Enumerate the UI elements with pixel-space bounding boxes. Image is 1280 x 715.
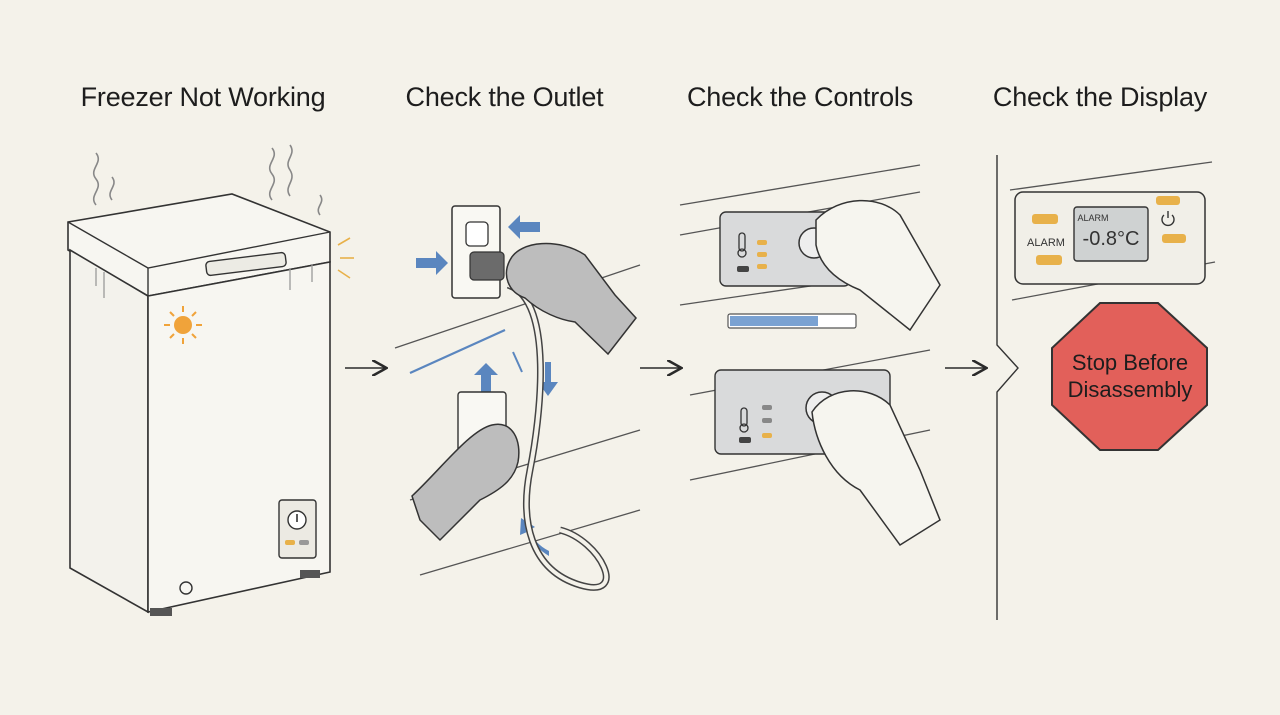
freezer-front [147, 261, 331, 613]
step-title-check-outlet: Check the Outlet [405, 82, 604, 112]
controls-scene [679, 164, 941, 547]
power-plug [469, 251, 505, 281]
stop-sign-line2: Disassembly [1068, 377, 1193, 402]
stop-sign-line1: Stop Before [1072, 350, 1188, 375]
step-title-check-controls: Check the Controls [686, 82, 913, 112]
indicator-light [1036, 255, 1062, 265]
freezer-control-box [278, 499, 317, 559]
warning-sparks-icon [337, 237, 354, 279]
step-title-freezer-not-working: Freezer Not Working [80, 82, 326, 112]
alarm-label: ALARM [1027, 237, 1065, 249]
heat-waves-icon [92, 144, 323, 216]
panel-divider [996, 155, 1019, 620]
drain-plug [179, 581, 193, 595]
gloved-hand [815, 199, 941, 332]
thermometer-icon [737, 232, 747, 258]
lcd-screen [1073, 206, 1149, 262]
gloved-hand [505, 242, 637, 356]
step-title-check-display: Check the Display [992, 82, 1208, 112]
temperature-progress-fill [730, 316, 818, 326]
outlet-scene [394, 205, 641, 591]
chest-freezer [67, 144, 354, 616]
power-icon [1161, 211, 1175, 227]
indicator-light [1032, 214, 1058, 224]
freezer-side [69, 248, 149, 614]
indicator-light [285, 540, 295, 545]
display-scene: ALARM ALARM -0.8°C Stop Before Disassemb… [1009, 161, 1216, 451]
stop-sign [1051, 302, 1208, 451]
sun-icon [164, 306, 202, 344]
lid-handle [205, 251, 287, 277]
lcd-alarm-label: ALARM [1077, 213, 1108, 223]
gloved-hand-lower [411, 423, 520, 542]
lcd-temperature: -0.8°C [1083, 228, 1140, 250]
